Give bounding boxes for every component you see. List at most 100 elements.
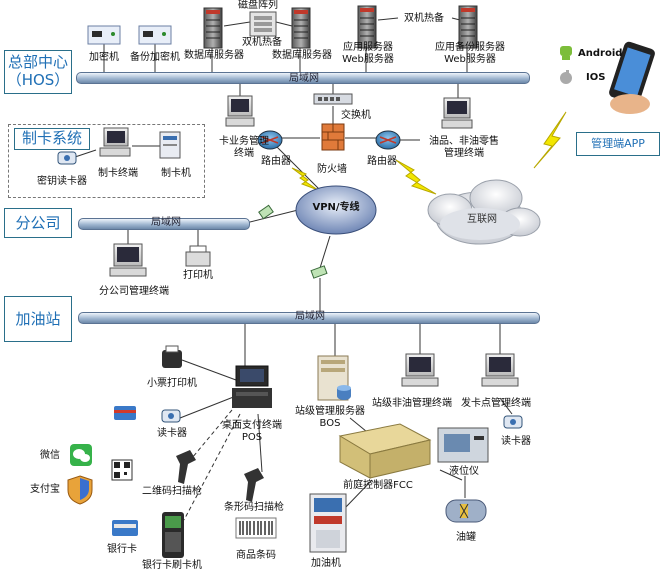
region-hos-text: 总部中心 （HOS） — [6, 53, 70, 89]
card-making-machine-label: 制卡机 — [161, 168, 191, 179]
region-card-system: 制卡系统 — [14, 128, 90, 150]
internet-label: 互联网 — [467, 214, 497, 225]
db-server-2-icon — [291, 7, 311, 49]
level-gauge-icon — [437, 427, 489, 463]
product-barcode-label: 商品条码 — [236, 550, 276, 561]
app-server-icon — [357, 5, 377, 49]
station-link-switch-icon — [310, 265, 328, 279]
db-server-2-label: 数据库服务器 — [272, 50, 332, 61]
bos-server-icon — [317, 355, 351, 401]
branch-terminal-icon — [109, 243, 147, 277]
dual-hot-standby-label: 双机热备 — [242, 37, 282, 48]
fuel-dispenser-label: 加油机 — [311, 558, 341, 569]
card-reader-2-label: 读卡器 — [501, 436, 531, 447]
router-right-label: 路由器 — [367, 156, 397, 167]
lightning-left-icon — [291, 167, 319, 191]
key-card-reader-icon — [57, 151, 77, 165]
hos-lan-bus — [76, 72, 530, 84]
retail-terminal-icon — [441, 97, 473, 129]
card-issue-terminal-icon — [481, 353, 519, 387]
qr-scanner-icon — [176, 450, 196, 484]
station-lan-label: 局域网 — [295, 311, 325, 322]
station-lan-bus — [78, 312, 540, 324]
level-gauge-label: 液位仪 — [449, 466, 479, 477]
db-server-label: 数据库服务器 — [184, 50, 244, 61]
hos-lan-label: 局域网 — [289, 73, 319, 84]
station-links — [179, 322, 513, 509]
apple-icon — [560, 70, 572, 84]
branch-lan-bus — [78, 218, 250, 230]
card-system-frame — [8, 124, 205, 198]
router-right-icon — [375, 130, 401, 150]
vpn-ellipse — [295, 185, 377, 235]
barcode-scanner-icon — [244, 468, 264, 502]
lightning-mid-icon — [395, 159, 437, 195]
card-business-terminal-icon — [225, 95, 255, 127]
smartphone-icon — [609, 41, 655, 114]
card-issue-terminal-label: 发卡点管理终端 — [461, 398, 531, 409]
nonoil-terminal-label: 站级非油管理终端 — [372, 398, 452, 409]
key-card-reader-label: 密钥读卡器 — [37, 176, 87, 187]
bank-pos-label: 银行卡刷卡机 — [142, 560, 202, 571]
pos-label: 桌面支付终端 POS — [222, 420, 282, 443]
dual-hot-standby-label-2: 双机热备 — [404, 13, 444, 24]
bank-card-icon — [112, 520, 138, 536]
lightning-right-icon — [533, 111, 567, 169]
router-left-icon — [257, 130, 283, 150]
oil-tank-icon — [445, 499, 487, 523]
bank-card-top-icon — [114, 406, 136, 420]
retail-terminal-label: 油品、非油零售 管理终端 — [429, 136, 499, 159]
receipt-printer-icon — [162, 345, 182, 368]
region-branch: 分公司 — [4, 208, 72, 238]
qr-code-icon — [111, 459, 133, 481]
wechat-label: 微信 — [40, 450, 60, 461]
branch-lan-label: 局域网 — [151, 217, 181, 228]
pos-terminal-icon — [232, 365, 272, 408]
app-server-label: 应用服务器 Web服务器 — [342, 42, 394, 65]
backup-app-server-label: 应用备份服务器 Web服务器 — [435, 42, 505, 65]
bank-card-label: 银行卡 — [107, 544, 137, 555]
barcode-scanner-label: 条形码扫描枪 — [224, 502, 284, 513]
nonoil-terminal-icon — [401, 353, 439, 387]
card-reader-icon — [161, 409, 181, 423]
disk-array-icon — [249, 11, 277, 37]
switch-icon — [313, 93, 353, 105]
region-app: 管理端APP — [576, 132, 660, 156]
switch-label: 交换机 — [341, 110, 371, 121]
card-making-terminal-label: 制卡终端 — [98, 168, 138, 179]
backup-app-server-icon — [458, 5, 478, 49]
android-label: Android — [578, 48, 623, 59]
receipt-printer-label: 小票打印机 — [147, 378, 197, 389]
card-business-terminal-label: 卡业务管理 终端 — [219, 136, 269, 159]
router-left-label: 路由器 — [261, 156, 291, 167]
qr-scanner-label: 二维码扫描枪 — [142, 486, 202, 497]
region-hos: 总部中心 （HOS） — [4, 50, 72, 94]
card-making-terminal-icon — [99, 127, 131, 157]
region-station: 加油站 — [4, 296, 72, 342]
bank-pos-icon — [162, 512, 184, 558]
wechat-icon — [70, 444, 92, 466]
fcc-label: 前庭控制器FCC — [343, 480, 413, 491]
firewall-icon — [321, 123, 345, 151]
backup-encryptor-label: 备份加密机 — [130, 52, 180, 63]
fuel-dispenser-icon — [309, 493, 347, 553]
vpn-label: VPN/专线 — [312, 202, 360, 213]
fcc-controller-icon — [338, 423, 432, 479]
branch-terminal-label: 分公司管理终端 — [99, 286, 169, 297]
bos-label: 站级管理服务器 BOS — [295, 406, 365, 429]
alipay-label: 支付宝 — [30, 484, 60, 495]
alipay-shield-icon — [67, 475, 93, 505]
internet-cloud-icon — [427, 179, 541, 245]
ios-label: IOS — [586, 72, 606, 83]
backup-encryptor-icon — [138, 25, 172, 45]
disk-array-label: 磁盘阵列 — [238, 0, 278, 11]
branch-link-switch-icon — [258, 204, 274, 220]
product-barcode-icon — [235, 517, 277, 539]
card-reader-2-icon — [503, 415, 523, 429]
branch-links — [127, 209, 331, 312]
android-icon — [560, 46, 572, 60]
printer-icon — [185, 245, 211, 267]
oil-tank-label: 油罐 — [456, 532, 476, 543]
db-server-icon — [203, 7, 223, 49]
